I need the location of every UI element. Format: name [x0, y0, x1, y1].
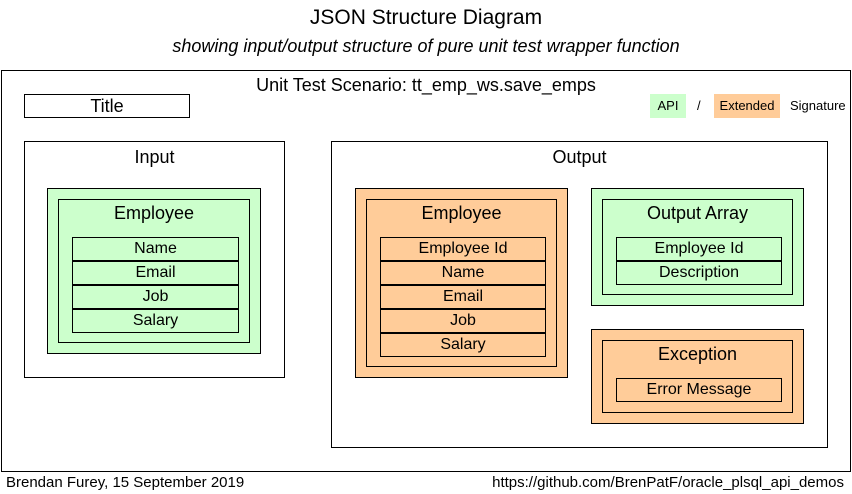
- legend-api: API: [650, 94, 686, 118]
- field-job: Job: [380, 309, 546, 333]
- field-error-message: Error Message: [616, 378, 782, 402]
- legend-separator: /: [697, 98, 701, 113]
- title-box: Title: [24, 94, 190, 118]
- output-group: Output: [331, 141, 828, 448]
- exception-title: Exception: [657, 344, 738, 364]
- output-array-inner: Output Array Employee Id Description: [602, 199, 793, 295]
- legend-extended: Extended: [714, 94, 780, 118]
- scenario-label: Unit Test Scenario: tt_emp_ws.save_emps: [256, 75, 596, 95]
- footer-url[interactable]: https://github.com/BrenPatF/oracle_plsql…: [492, 474, 844, 491]
- exception-outer: Exception Error Message: [591, 329, 804, 424]
- input-group-label: Input: [134, 147, 175, 167]
- output-employee-outer: Employee Employee Id Name Email Job Sala…: [355, 188, 568, 378]
- output-employee-inner: Employee Employee Id Name Email Job Sala…: [366, 199, 557, 367]
- field-email: Email: [72, 261, 239, 285]
- input-employee-outer: Employee Name Email Job Salary: [47, 188, 261, 354]
- field-name: Name: [380, 261, 546, 285]
- input-employee-fields: Name Email Job Salary: [72, 237, 239, 333]
- field-email: Email: [380, 285, 546, 309]
- field-name: Name: [72, 237, 239, 261]
- output-group-label: Output: [552, 147, 607, 167]
- output-employee-fields: Employee Id Name Email Job Salary: [380, 237, 546, 357]
- diagram-title: JSON Structure Diagram: [309, 6, 543, 29]
- output-array-title: Output Array: [646, 203, 749, 223]
- input-employee-title: Employee: [113, 203, 195, 223]
- legend-signature: Signature: [790, 98, 846, 113]
- field-employee-id: Employee Id: [380, 237, 546, 261]
- footer-author: Brendan Furey, 15 September 2019: [6, 474, 245, 491]
- field-employee-id: Employee Id: [616, 237, 782, 261]
- scenario-frame: [1, 70, 851, 472]
- exception-inner: Exception Error Message: [602, 340, 793, 413]
- field-job: Job: [72, 285, 239, 309]
- output-array-fields: Employee Id Description: [616, 237, 782, 285]
- input-group: Input: [24, 141, 285, 378]
- field-salary: Salary: [380, 333, 546, 357]
- output-array-outer: Output Array Employee Id Description: [591, 188, 804, 306]
- field-description: Description: [616, 261, 782, 285]
- diagram-subtitle: showing input/output structure of pure u…: [172, 36, 680, 56]
- input-employee-inner: Employee Name Email Job Salary: [58, 199, 250, 343]
- field-salary: Salary: [72, 309, 239, 333]
- output-employee-title: Employee: [421, 203, 502, 223]
- exception-fields: Error Message: [616, 378, 782, 402]
